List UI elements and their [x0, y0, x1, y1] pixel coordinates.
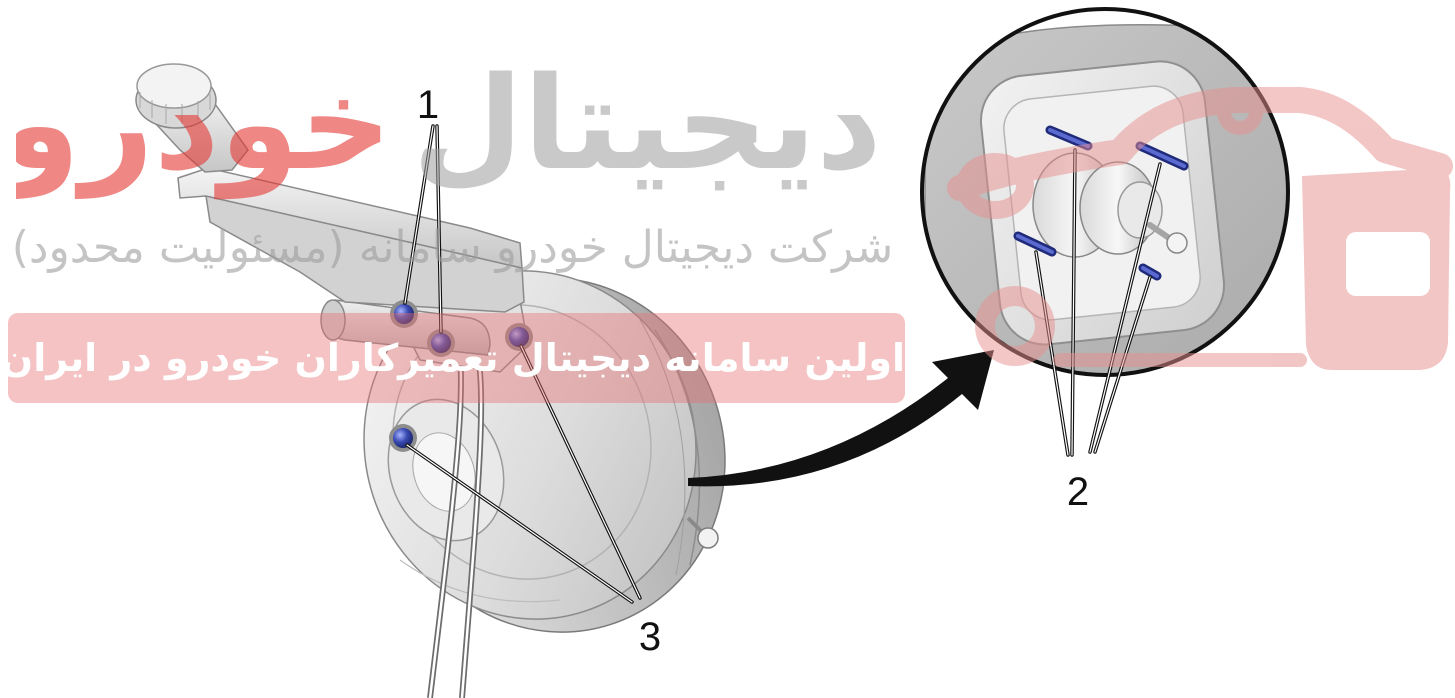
fluid-reservoir [135, 63, 525, 313]
booster-rib [399, 559, 561, 603]
leader-lines-main [403, 124, 642, 604]
callout-2-label: 2 [1067, 470, 1089, 514]
reservoir-top-strip [177, 167, 523, 269]
master-cylinder-end-cap [320, 299, 346, 341]
leader-2c [1089, 163, 1161, 453]
stud-lower-left-shine [1016, 234, 1054, 254]
leader-3a [520, 345, 641, 599]
leader-1b [436, 125, 442, 333]
callout-3-label: 3 [639, 615, 661, 659]
callout-1-label: 1 [417, 83, 439, 127]
nut-callout-3-right [505, 323, 533, 351]
leader-1a [404, 125, 434, 304]
zoom-detail [920, 7, 1290, 377]
nut [509, 327, 529, 347]
nut [393, 428, 413, 448]
detail-arrow [688, 350, 994, 487]
booster-rim-edge [654, 329, 701, 566]
booster-rim-edge-inner [639, 319, 686, 576]
leader-3b [406, 444, 633, 603]
reservoir-cap-ridges [139, 92, 211, 124]
booster-pushrod-ball [697, 527, 719, 549]
pushrod-ball-detail [1166, 232, 1188, 254]
nut [431, 333, 451, 353]
reservoir-cap-top [136, 63, 212, 109]
zoom-contents [924, 23, 1288, 375]
nut-callout-1-lower [427, 329, 455, 357]
stud-lower-right-shine [1141, 266, 1159, 278]
nut-callout-1-upper [390, 300, 418, 328]
nut [394, 304, 414, 324]
